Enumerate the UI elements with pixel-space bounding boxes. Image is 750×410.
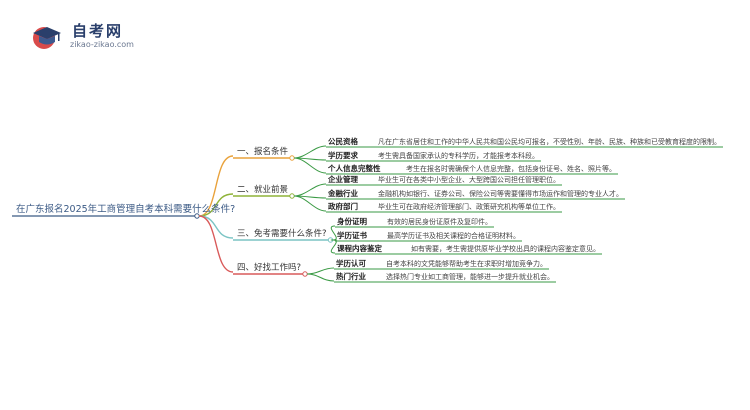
leaf-key[interactable]: 个人信息完整性 [328, 164, 381, 173]
leaf-value: 毕业生可在各类中小型企业、大型跨国公司担任管理职位。 [378, 176, 560, 184]
leaf-value: 金融机构如银行、证券公司、保险公司等需要懂得市场运作和管理的专业人才。 [378, 190, 623, 198]
leaf-key[interactable]: 公民资格 [328, 137, 358, 146]
leaf-connector [293, 195, 327, 212]
branch-connector-dot [302, 271, 308, 277]
leaf-key[interactable]: 企业管理 [328, 175, 358, 184]
root-node[interactable]: 在广东报名2025年工商管理自考本科需要什么条件? [16, 204, 236, 215]
branch-node-1[interactable]: 一、报名条件 [237, 147, 289, 157]
leaf-key[interactable]: 课程内容鉴定 [337, 244, 382, 253]
graduation-cap-icon [33, 27, 61, 49]
leaf-connector [307, 273, 335, 282]
leaf-connector [293, 183, 327, 197]
leaf-key[interactable]: 金融行业 [328, 189, 358, 198]
branch-node-4[interactable]: 四、好找工作吗? [237, 263, 302, 273]
branch-connector-dot [289, 155, 295, 161]
site-logo[interactable]: 自考网 zikao-zikao.com [30, 18, 170, 54]
leaf-key[interactable]: 政府部门 [328, 202, 358, 211]
leaf-connector [307, 267, 335, 275]
leaf-key[interactable]: 学历证书 [337, 231, 367, 240]
leaf-key[interactable]: 身份证明 [337, 217, 367, 226]
leaf-value: 考生在报名时需确保个人信息完整，包括身份证号、姓名、照片等。 [406, 165, 616, 173]
leaf-value: 考生需具备国家承认的专科学历，才能报考本科段。 [378, 152, 539, 160]
logo-subtitle: zikao-zikao.com [70, 40, 134, 49]
leaf-key[interactable]: 热门行业 [336, 272, 366, 281]
branch-connector [198, 193, 234, 217]
logo-title: 自考网 [72, 22, 124, 40]
branch-node-3[interactable]: 三、免考需要什么条件? [237, 229, 327, 239]
leaf-connector [293, 157, 327, 174]
leaf-value: 选择热门专业如工商管理，能够进一步提升就业机会。 [386, 273, 554, 281]
branch-connector [198, 155, 234, 217]
branch-connector [198, 215, 234, 239]
leaf-value: 如有需要，考生需提供原毕业学校出具的课程内容鉴定意见。 [411, 245, 600, 253]
leaf-value: 有效的居民身份证原件及复印件。 [387, 218, 492, 226]
branch-node-2[interactable]: 二、就业前景 [237, 185, 289, 195]
leaf-connector [330, 239, 337, 254]
leaf-value: 自考本科的文凭能够帮助考生在求职时增加竞争力。 [386, 260, 547, 268]
leaf-value: 毕业生可在政府经济管理部门、政策研究机构等单位工作。 [378, 203, 560, 211]
leaf-value: 最高学历证书及相关课程的合格证明材料。 [387, 232, 520, 240]
branch-connector [198, 215, 234, 273]
leaf-key[interactable]: 学历要求 [328, 151, 358, 160]
branch-connector-dot [289, 193, 295, 199]
leaf-value: 凡在广东省居住和工作的中华人民共和国公民均可报名，不受性别、年龄、民族、种族和已… [378, 138, 721, 146]
leaf-key[interactable]: 学历认可 [336, 259, 366, 268]
leaf-connector [293, 145, 327, 159]
